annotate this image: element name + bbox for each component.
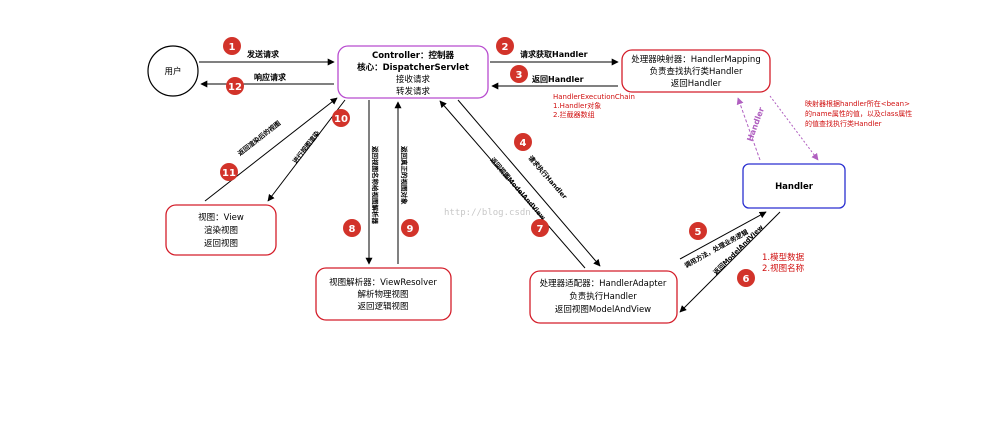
watermark: http://blog.csdn — [444, 208, 531, 218]
edge-10-label: 进行视图渲染 — [290, 129, 321, 166]
step-badge-3: 3 — [510, 65, 528, 83]
mapping-lookup-line-3: 的值查找执行类Handler — [805, 119, 882, 128]
edge-3-label: 返回Handler — [532, 74, 584, 84]
handler-node: Handler — [742, 163, 846, 209]
view-node: 视图：View 渲染视图 返回视图 — [165, 204, 277, 256]
step-badge-1: 1 — [223, 37, 241, 55]
view-resolver-line-3: 返回逻辑视图 — [357, 301, 408, 312]
edge-7-arrow — [439, 100, 586, 269]
controller-line-3: 接收请求 — [396, 74, 431, 85]
mapping-to-handler-dashed-arrow — [769, 95, 819, 161]
edge-11-label: 返回渲染后的视图 — [236, 118, 283, 157]
mapping-handler-label: Handler — [745, 106, 766, 143]
step-badge-5: 5 — [689, 222, 707, 240]
controller-line-1: Controller：控制器 — [372, 50, 455, 61]
edge-1-label: 发送请求 — [246, 49, 280, 59]
view-line-3: 返回视图 — [204, 238, 238, 249]
edge-12-label: 响应请求 — [254, 72, 287, 82]
view-resolver-line-2: 解析物理视图 — [357, 289, 408, 300]
step-badge-6: 6 — [737, 269, 755, 287]
handler-mapping-line-3: 返回Handler — [671, 78, 722, 89]
mapping-lookup-line-1: 映射器根据handler所在<bean> — [805, 99, 910, 108]
user-node: 用户 — [147, 45, 199, 97]
handler-mapping-node: 处理器映射器：HandlerMapping 负责查找执行类Handler 返回H… — [621, 49, 771, 93]
edge-8-label: 返回视图名称给视图解析器 — [371, 146, 380, 225]
step-badge-10: 10 — [332, 109, 350, 127]
handler-to-mapping-dashed-arrow — [736, 97, 761, 161]
svg-text:7: 7 — [537, 224, 544, 235]
handler-mapping-line-1: 处理器映射器：HandlerMapping — [631, 54, 760, 65]
svg-text:11: 11 — [222, 168, 236, 179]
svg-text:5: 5 — [695, 227, 702, 238]
edge-5-arrow — [679, 211, 767, 260]
edge-11-arrow — [204, 97, 338, 202]
edge-4-label: 请求执行Handler — [526, 153, 569, 201]
controller-line-2: 核心：DispatcherServlet — [357, 62, 469, 73]
view-line-2: 渲染视图 — [204, 225, 238, 236]
execution-chain-title: HandlerExecutionChain — [553, 93, 635, 101]
controller-node: Controller：控制器 核心：DispatcherServlet 接收请求… — [337, 45, 489, 99]
user-label: 用户 — [164, 66, 181, 77]
model-view-item-2: 2.视图名称 — [762, 263, 805, 274]
handler-adapter-line-3: 返回视图ModelAndView — [555, 304, 651, 315]
svg-text:10: 10 — [334, 114, 348, 125]
handler-adapter-line-2: 负责执行Handler — [569, 291, 637, 302]
step-badge-7: 7 — [531, 219, 549, 237]
step-badge-4: 4 — [514, 133, 532, 151]
handler-adapter-line-1: 处理器适配器：HandlerAdapter — [540, 278, 667, 289]
view-resolver-line-1: 视图解析器：ViewResolver — [329, 277, 437, 288]
step-badge-12: 12 — [226, 77, 244, 95]
svg-text:1: 1 — [229, 42, 236, 53]
svg-text:2: 2 — [502, 42, 509, 53]
handler-label: Handler — [775, 182, 814, 192]
handler-mapping-line-2: 负责查找执行类Handler — [650, 66, 743, 77]
step-badge-2: 2 — [496, 37, 514, 55]
edge-4-arrow — [457, 99, 601, 267]
svg-text:6: 6 — [743, 274, 750, 285]
svg-text:12: 12 — [228, 82, 242, 93]
svg-text:9: 9 — [407, 224, 414, 235]
svg-text:3: 3 — [516, 70, 523, 81]
handler-adapter-node: 处理器适配器：HandlerAdapter 负责执行Handler 返回视图Mo… — [529, 270, 678, 324]
step-badge-11: 11 — [220, 163, 238, 181]
execution-chain-item-1: 1.Handler对象 — [553, 101, 601, 110]
step-badge-9: 9 — [401, 219, 419, 237]
svg-text:4: 4 — [520, 138, 527, 149]
model-view-item-1: 1.模型数据 — [762, 252, 805, 263]
step-badge-8: 8 — [343, 219, 361, 237]
controller-line-4: 转发请求 — [396, 86, 431, 97]
svg-text:8: 8 — [349, 224, 356, 235]
view-line-1: 视图：View — [198, 212, 244, 223]
view-resolver-node: 视图解析器：ViewResolver 解析物理视图 返回逻辑视图 — [315, 267, 452, 321]
edge-2-label: 请求获取Handler — [520, 49, 588, 59]
mapping-lookup-line-2: 的name属性的值，以及class属性 — [805, 109, 912, 118]
edge-6-arrow — [679, 211, 781, 313]
edge-9-label: 返回真正的视图对象 — [400, 146, 409, 205]
execution-chain-item-2: 2.拦截器数组 — [553, 110, 595, 119]
